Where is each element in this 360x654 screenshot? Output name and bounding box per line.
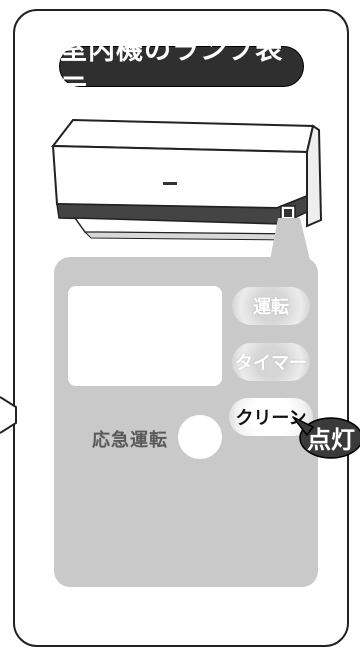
air-conditioner-illustration [51,118,323,241]
lit-callout-label: 点灯 [307,425,355,454]
emergency-operation-label: 応急運転 [92,430,168,451]
lit-callout-bubble [291,415,360,459]
title-badge: 室内機のランプ表示 [60,35,303,105]
display-window [68,286,222,386]
emergency-operation-button[interactable] [178,415,222,459]
lamp-run: 運転 [232,287,310,325]
lamp-timer: タイマー [232,343,310,381]
lamp-clean: クリーン [229,398,313,436]
frame-notch-icon [0,396,17,434]
zoom-connector [270,218,310,260]
